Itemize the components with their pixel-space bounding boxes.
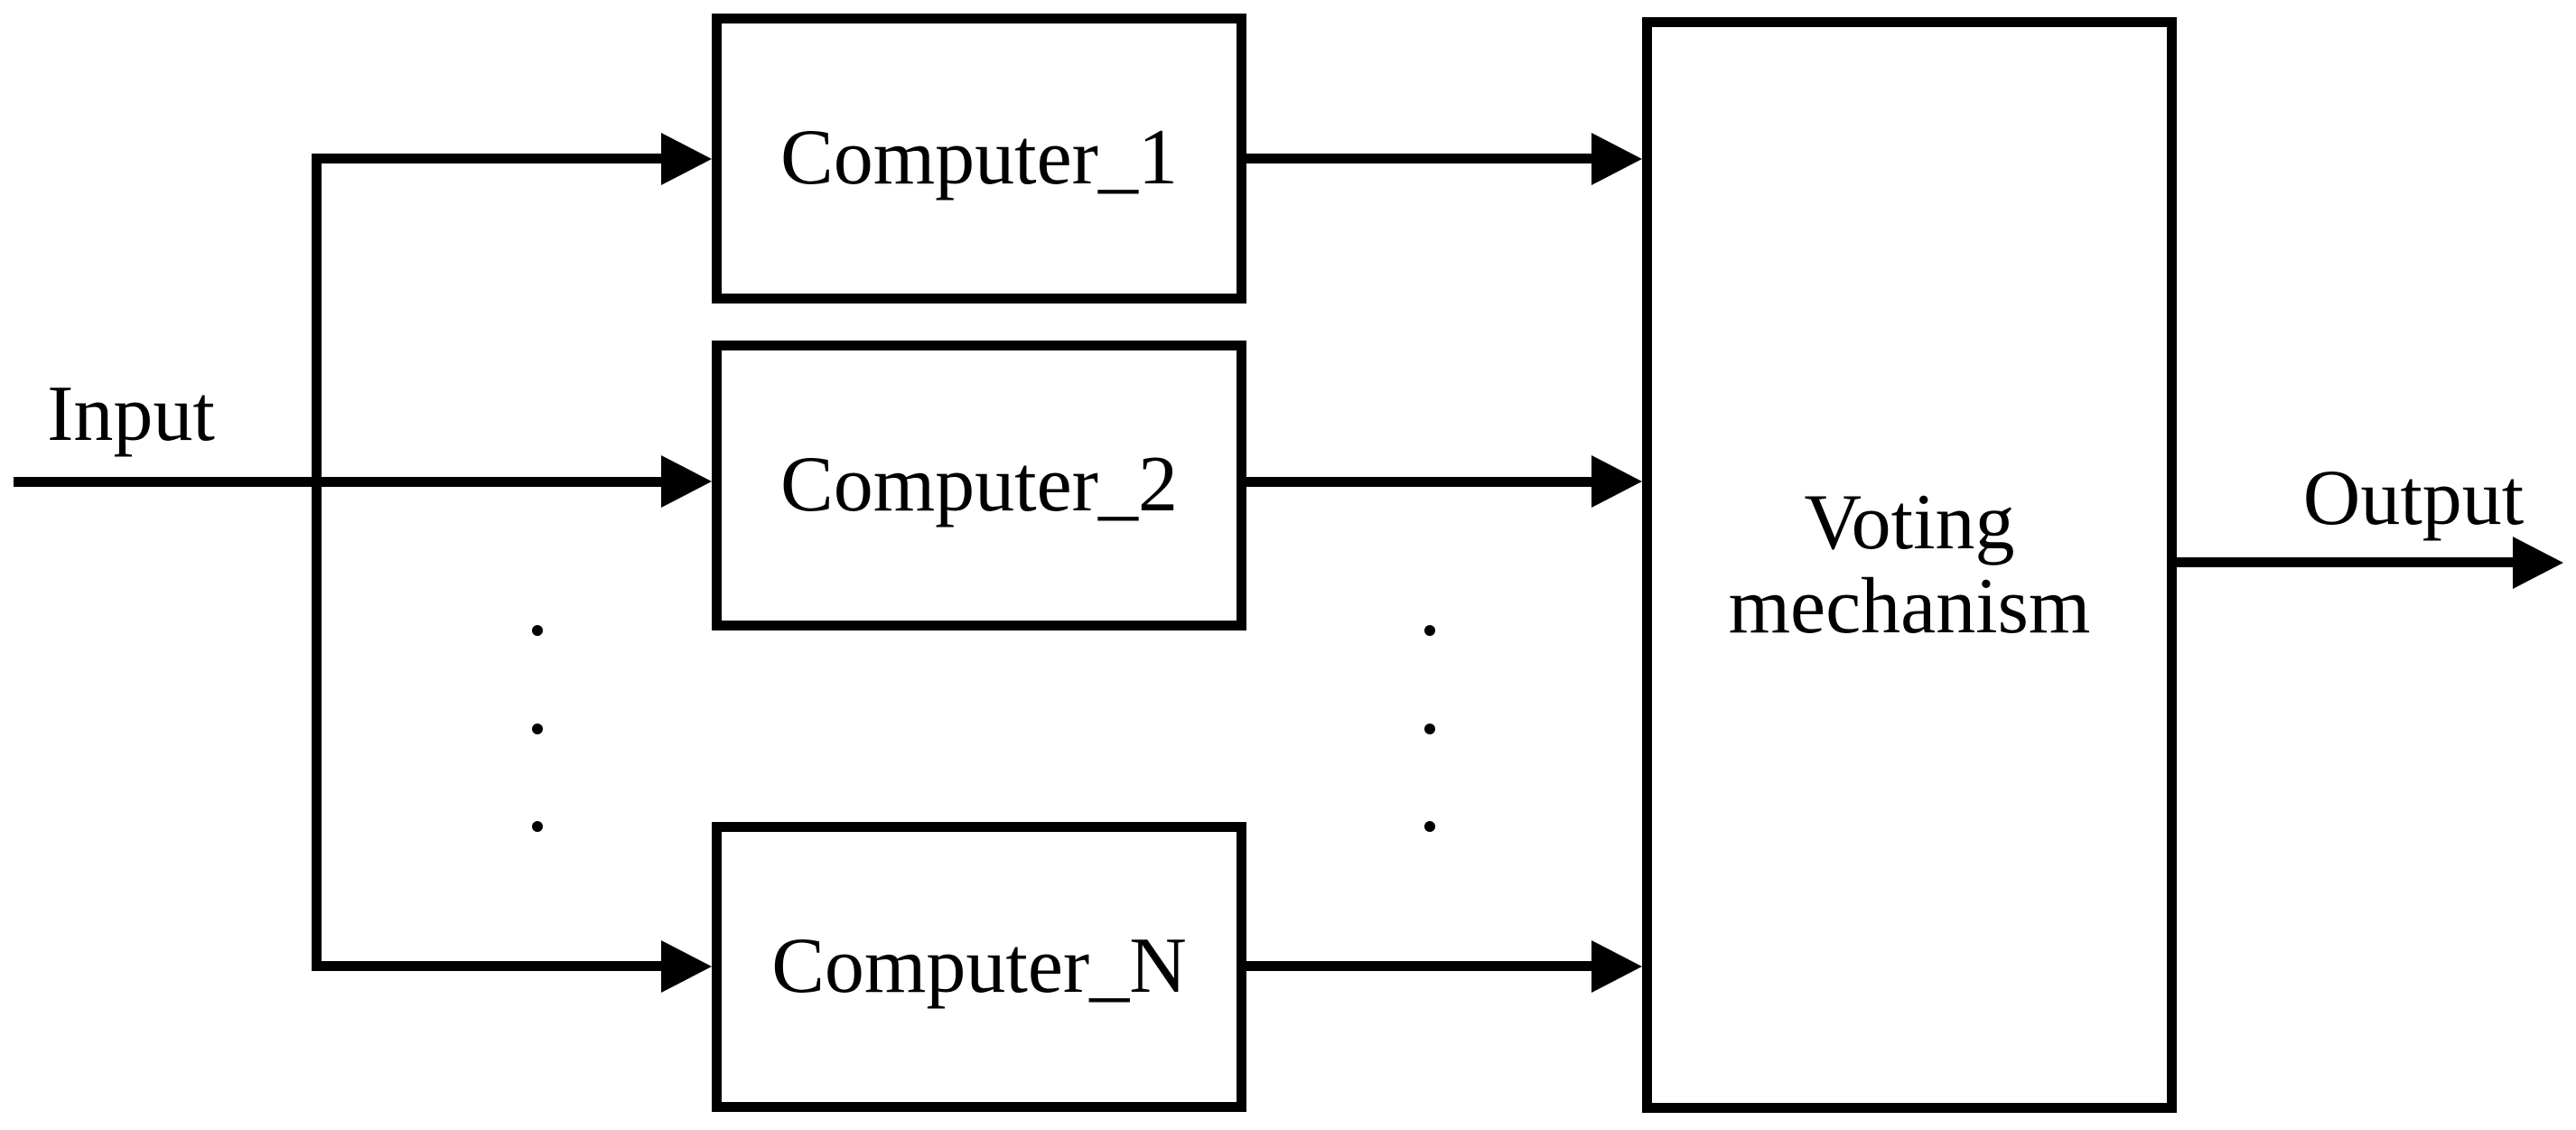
ellipsis-dot [1424, 821, 1435, 832]
computer-1-to-voting-line [1246, 154, 1595, 163]
voting-mechanism-box: Voting mechanism [1642, 17, 2177, 1113]
input-branch-line [312, 154, 322, 971]
voting-mechanism-label: Voting mechanism [1728, 479, 2091, 650]
arrowhead-into-voting-n-icon [1591, 940, 1642, 993]
input-line [14, 477, 665, 487]
output-arrowhead-icon [2513, 537, 2563, 589]
computer-2-to-voting-line [1246, 477, 1595, 487]
computer-1-label: Computer_1 [780, 114, 1178, 202]
ellipsis-dot [532, 625, 543, 636]
arrowhead-into-computer-n-icon [661, 940, 712, 993]
computer-n-label: Computer_N [771, 922, 1187, 1011]
ellipsis-dot [1424, 724, 1435, 734]
branch-line-to-computer-1 [313, 154, 665, 163]
arrowhead-into-voting-1-icon [1591, 133, 1642, 185]
ellipsis-dot [1424, 625, 1435, 636]
computer-2-label: Computer_2 [780, 441, 1178, 529]
branch-line-to-computer-n [313, 961, 665, 971]
output-line [2177, 557, 2516, 567]
input-label: Input [47, 370, 215, 458]
computer-n-box: Computer_N [712, 822, 1246, 1112]
arrowhead-into-computer-1-icon [661, 133, 712, 185]
computer-1-box: Computer_1 [712, 14, 1246, 304]
output-label: Output [2302, 454, 2525, 542]
arrowhead-into-voting-2-icon [1591, 455, 1642, 508]
computer-2-box: Computer_2 [712, 341, 1246, 630]
ellipsis-dot [532, 821, 543, 832]
computer-n-to-voting-line [1246, 961, 1595, 971]
ellipsis-dot [532, 724, 543, 734]
arrowhead-into-computer-2-icon [661, 455, 712, 508]
